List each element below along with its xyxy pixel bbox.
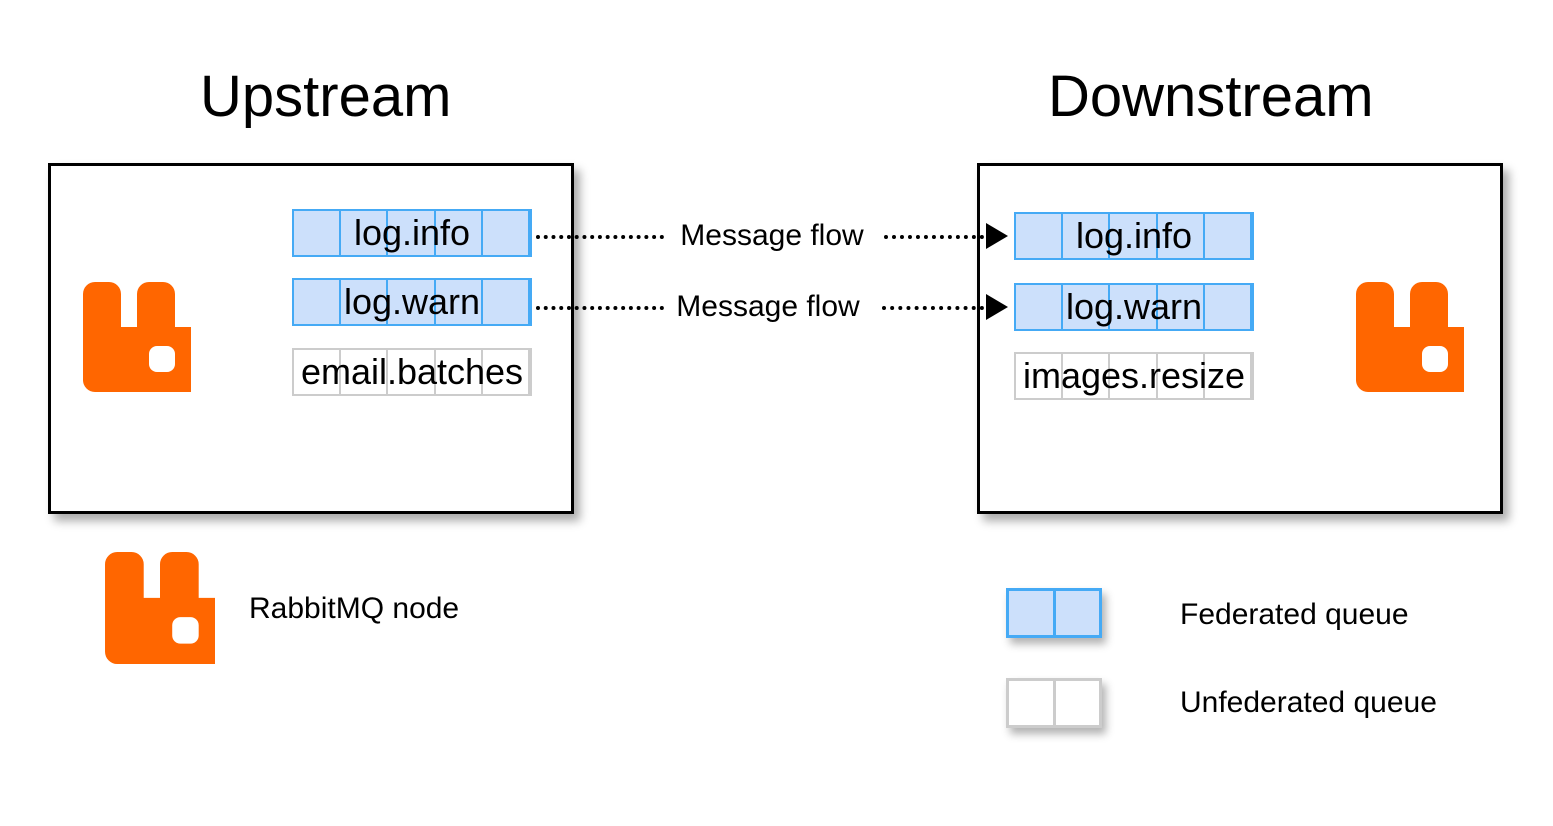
downstream-title: Downstream bbox=[1048, 64, 1374, 129]
queue-cell bbox=[294, 350, 342, 394]
message-flow-line-log-warn-right bbox=[882, 306, 984, 310]
legend-label-federated-queue: Federated queue bbox=[1180, 598, 1409, 631]
message-flow-line-log-warn-left bbox=[536, 306, 664, 310]
legend-label-unfederated-queue: Unfederated queue bbox=[1180, 686, 1437, 719]
queue-cell bbox=[436, 350, 483, 394]
upstream-queue-log-warn[interactable]: log.warn bbox=[292, 278, 532, 326]
rabbitmq-logo-icon bbox=[105, 552, 215, 664]
queue-cell bbox=[1063, 214, 1111, 258]
message-flow-label-log-info: Message flow bbox=[680, 219, 864, 252]
queue-cell bbox=[1056, 681, 1100, 725]
queue-cell bbox=[1205, 354, 1253, 398]
queue-cell bbox=[341, 211, 389, 255]
legend-swatch-federated-queue bbox=[1006, 588, 1102, 638]
upstream-queue-email-batches[interactable]: email.batches bbox=[292, 348, 532, 396]
queue-cell bbox=[1016, 354, 1064, 398]
queue-cell bbox=[483, 280, 531, 324]
queue-cell bbox=[1205, 214, 1253, 258]
queue-cell bbox=[388, 211, 436, 255]
legend-swatch-unfederated-queue bbox=[1006, 678, 1102, 728]
message-flow-line-log-info-right bbox=[884, 235, 984, 239]
queue-cell bbox=[1009, 591, 1056, 635]
queue-cell bbox=[1110, 285, 1158, 329]
queue-cell bbox=[1063, 285, 1111, 329]
queue-cell bbox=[436, 211, 483, 255]
queue-cell bbox=[1016, 214, 1064, 258]
queue-cell bbox=[1063, 354, 1111, 398]
queue-cell bbox=[388, 280, 436, 324]
queue-cell bbox=[1016, 285, 1064, 329]
queue-cell bbox=[1110, 214, 1158, 258]
arrow-right-icon bbox=[986, 294, 1008, 320]
queue-cell bbox=[1110, 354, 1158, 398]
queue-cell bbox=[294, 211, 342, 255]
queue-cell bbox=[341, 350, 389, 394]
upstream-title: Upstream bbox=[200, 64, 452, 129]
message-flow-line-log-info-left bbox=[536, 235, 664, 239]
rabbitmq-logo-icon bbox=[83, 282, 191, 392]
downstream-queue-images-resize[interactable]: images.resize bbox=[1014, 352, 1254, 400]
queue-cell bbox=[483, 350, 531, 394]
downstream-queue-log-info[interactable]: log.info bbox=[1014, 212, 1254, 260]
legend-label-rabbitmq-node: RabbitMQ node bbox=[249, 592, 460, 625]
upstream-queue-log-info[interactable]: log.info bbox=[292, 209, 532, 257]
downstream-queue-log-warn[interactable]: log.warn bbox=[1014, 283, 1254, 331]
queue-cell bbox=[483, 211, 531, 255]
queue-cell bbox=[1158, 354, 1205, 398]
queue-cell bbox=[1009, 681, 1056, 725]
queue-cell bbox=[388, 350, 436, 394]
queue-cell bbox=[294, 280, 342, 324]
queue-cell bbox=[1158, 214, 1205, 258]
queue-cell bbox=[1056, 591, 1100, 635]
queue-cell bbox=[1158, 285, 1205, 329]
queue-cell bbox=[436, 280, 483, 324]
queue-cell bbox=[1205, 285, 1253, 329]
rabbitmq-logo-icon bbox=[1356, 282, 1464, 392]
arrow-right-icon bbox=[986, 223, 1008, 249]
message-flow-label-log-warn: Message flow bbox=[676, 290, 860, 323]
queue-cell bbox=[341, 280, 389, 324]
